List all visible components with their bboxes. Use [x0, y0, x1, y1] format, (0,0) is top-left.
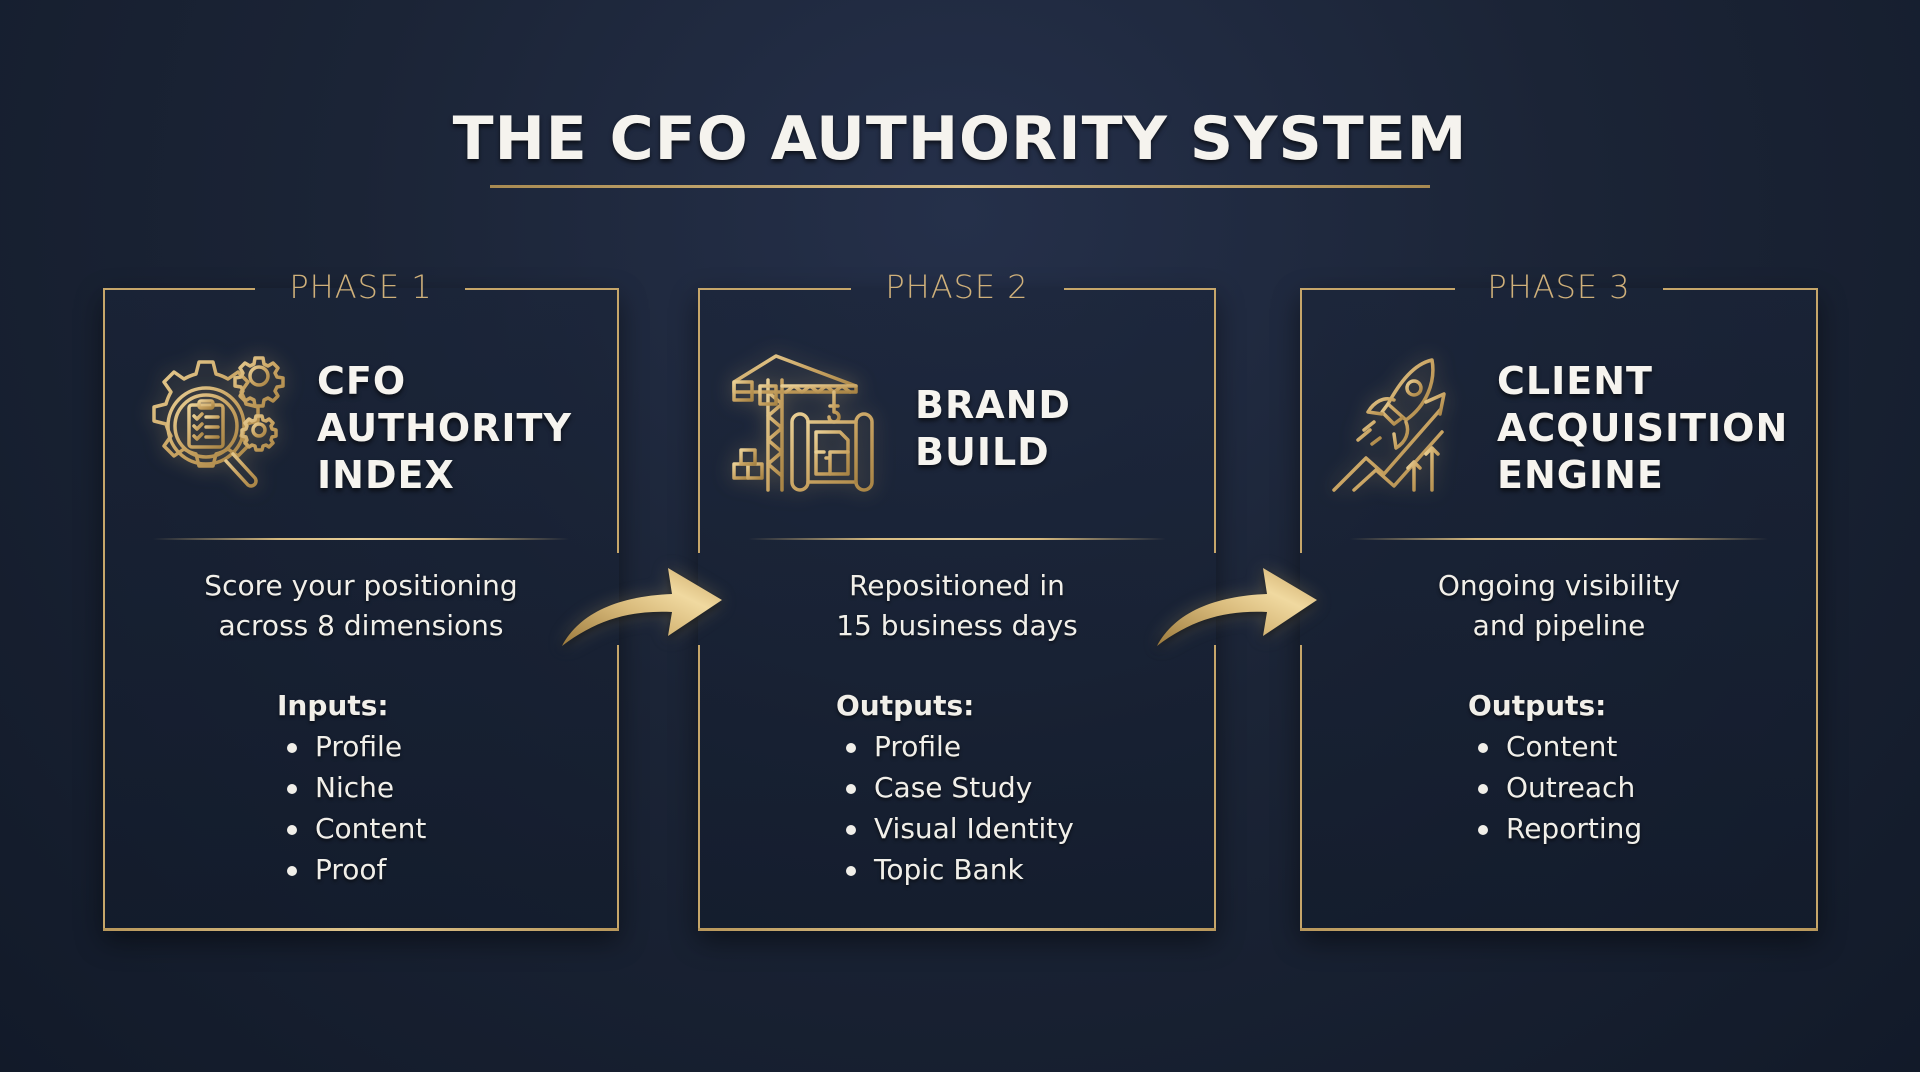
- list-title: Inputs:: [277, 689, 389, 722]
- list-item: Case Study: [836, 767, 1074, 808]
- list-item: Visual Identity: [836, 808, 1074, 849]
- list-item: Niche: [277, 767, 426, 808]
- list-item: Outreach: [1468, 767, 1642, 808]
- list-item: Content: [277, 808, 426, 849]
- bullet-icon: [287, 866, 297, 876]
- list-item: Reporting: [1468, 808, 1642, 849]
- crane-blueprint-icon: [732, 354, 874, 492]
- phase-heading: CFO AUTHORITY INDEX: [317, 359, 572, 497]
- divider: [1350, 538, 1768, 540]
- phase-1-card: PHASE 1 CFO AUTHORITY INDEX Score your p…: [103, 268, 619, 931]
- list-title: Outputs:: [836, 689, 975, 722]
- phase-label: PHASE 3: [1487, 268, 1631, 306]
- list-title: Outputs:: [1468, 689, 1607, 722]
- phase-description: Repositioned in 15 business days: [836, 569, 1078, 642]
- list-item: Content: [1468, 726, 1642, 767]
- gear-clipboard-magnifier-icon: [152, 356, 285, 488]
- divider: [153, 538, 569, 540]
- phase-heading: CLIENT ACQUISITION ENGINE: [1497, 359, 1789, 497]
- phase-3-card: PHASE 3 CLIENT ACQUISITION ENGINE Ongoin…: [1300, 268, 1818, 931]
- bullet-icon: [846, 784, 856, 794]
- phase-label: PHASE 2: [885, 268, 1029, 306]
- page-title: THE CFO AUTHORITY SYSTEM: [452, 104, 1468, 174]
- curved-arrow-right-icon: [1157, 568, 1317, 646]
- bullet-icon: [1478, 825, 1488, 835]
- divider: [748, 538, 1166, 540]
- list-item: Proof: [277, 849, 426, 890]
- title-underline: [490, 185, 1430, 188]
- bullet-icon: [1478, 743, 1488, 753]
- phase-description: Score your positioning across 8 dimensio…: [204, 569, 518, 642]
- bullet-icon: [1478, 784, 1488, 794]
- bullet-icon: [287, 743, 297, 753]
- bullet-icon: [287, 784, 297, 794]
- inputs-list: Inputs: Profile Niche Content Proof: [277, 686, 426, 890]
- rocket-growth-chart-icon: [1328, 358, 1462, 494]
- bullet-icon: [846, 866, 856, 876]
- list-item: Profile: [277, 726, 426, 767]
- list-item: Topic Bank: [836, 849, 1074, 890]
- phase-label: PHASE 1: [289, 268, 433, 306]
- curved-arrow-right-icon: [562, 568, 722, 646]
- phase-heading: BRAND BUILD: [915, 383, 1071, 474]
- list-item: Profile: [836, 726, 1074, 767]
- bullet-icon: [287, 825, 297, 835]
- outputs-list: Outputs: Content Outreach Reporting: [1468, 686, 1642, 849]
- outputs-list: Outputs: Profile Case Study Visual Ident…: [836, 686, 1074, 890]
- phase-description: Ongoing visibility and pipeline: [1437, 569, 1681, 642]
- bullet-icon: [846, 743, 856, 753]
- phase-2-card: PHASE 2 BRAND BUILD Repositioned in 15 b…: [698, 268, 1216, 931]
- bullet-icon: [846, 825, 856, 835]
